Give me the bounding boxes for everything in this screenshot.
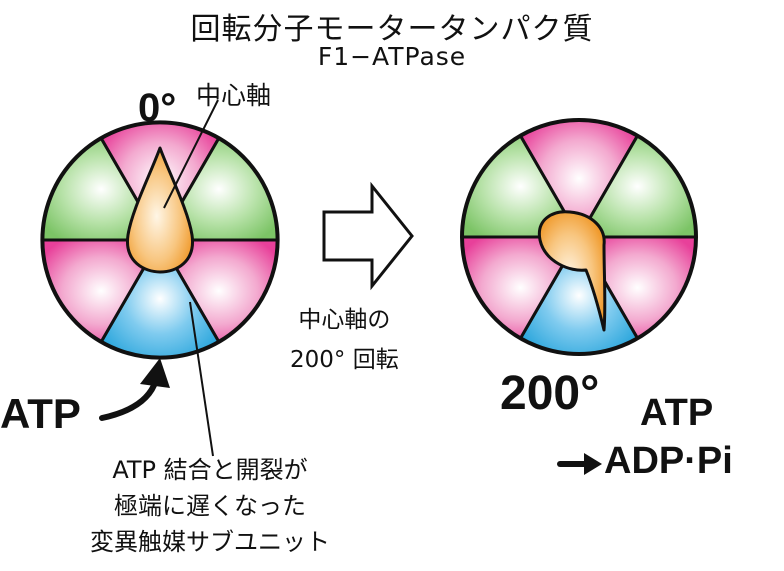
rotor-0-degrees — [40, 120, 280, 360]
subunit-caption-line3: 変異触媒サブユニット — [90, 528, 330, 556]
atp-input-label: ATP — [0, 390, 81, 437]
rotation-caption: 中心軸の 200° 回転 — [290, 300, 399, 380]
rotation-caption-line1: 中心軸の — [298, 307, 391, 333]
page-subtitle: F1−ATPase — [317, 42, 467, 71]
rotation-caption-line2: 200° 回転 — [290, 347, 399, 373]
angle-start-label: 0° — [138, 86, 177, 130]
subunit-caption-line2: 極端に遅くなった — [114, 492, 306, 520]
central-axis — [126, 146, 194, 274]
central-axis-label: 中心軸 — [196, 81, 272, 110]
subunit-leader-line — [189, 301, 214, 457]
rotor-200-degrees — [460, 118, 698, 356]
hydrolysis-arrow — [557, 453, 602, 475]
mutant-subunit-caption: ATP 結合と開裂が 極端に遅くなった 変異触媒サブユニット — [60, 452, 360, 560]
atp-product-label: ATP — [640, 392, 714, 434]
axis-leader-line — [163, 99, 219, 209]
page-title: 回転分子モータータンパク質 — [190, 12, 594, 47]
subunit-caption-line1: ATP 結合と開裂が — [112, 456, 308, 484]
atp-binding-arrow — [99, 358, 170, 421]
central-axis — [537, 210, 607, 332]
transition-arrow — [322, 181, 414, 291]
adp-pi-label: ADP·Pi — [604, 440, 733, 482]
angle-end-label: 200° — [500, 367, 600, 420]
